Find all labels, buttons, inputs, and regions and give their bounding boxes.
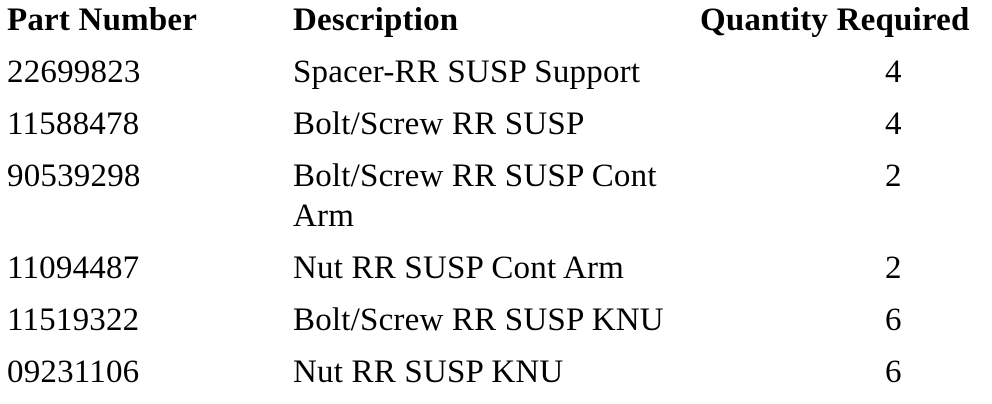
table-header-row: Part Number Description Quantity Require… (7, 0, 992, 52)
description-cell: Bolt/Screw RR SUSP Cont Arm (293, 158, 657, 234)
part-number-cell: 11519322 (7, 302, 140, 338)
table-row: 11519322 Bolt/Screw RR SUSP KNU 6 (7, 300, 992, 352)
table-row: 22699823 Spacer-RR SUSP Support 4 (7, 52, 992, 104)
description-cell: Bolt/Screw RR SUSP KNU (293, 302, 664, 338)
table-row: 11094487 Nut RR SUSP Cont Arm 2 (7, 248, 992, 300)
description-cell: Nut RR SUSP KNU (293, 354, 564, 390)
column-header-description: Description (293, 2, 459, 38)
part-number-cell: 09231106 (7, 354, 140, 390)
column-header-part-number: Part Number (7, 2, 198, 38)
description-cell: Bolt/Screw RR SUSP (293, 106, 585, 142)
part-number-cell: 11588478 (7, 106, 140, 142)
quantity-cell: 2 (885, 158, 902, 194)
part-number-cell: 22699823 (7, 54, 141, 90)
quantity-cell: 2 (885, 250, 902, 286)
part-number-cell: 90539298 (7, 158, 141, 194)
part-number-cell: 11094487 (7, 250, 140, 286)
table-row: 90539298 Bolt/Screw RR SUSP Cont Arm 2 (7, 156, 992, 248)
column-header-quantity-required: Quantity Required (700, 2, 970, 38)
quantity-cell: 4 (885, 54, 902, 90)
quantity-cell: 6 (885, 302, 902, 338)
quantity-cell: 4 (885, 106, 902, 142)
table-row: 09231106 Nut RR SUSP KNU 6 (7, 352, 992, 404)
description-cell: Nut RR SUSP Cont Arm (293, 250, 625, 286)
table-row: 11588478 Bolt/Screw RR SUSP 4 (7, 104, 992, 156)
parts-table: Part Number Description Quantity Require… (7, 0, 992, 404)
description-cell: Spacer-RR SUSP Support (293, 54, 641, 90)
quantity-cell: 6 (885, 354, 902, 390)
